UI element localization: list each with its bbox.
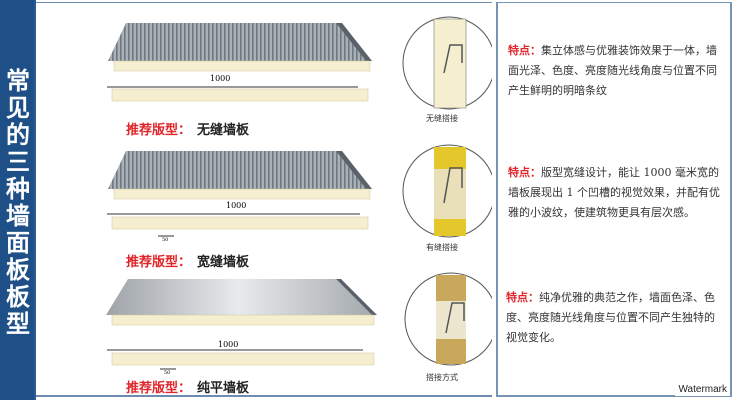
dimension-label: 1000 [218, 340, 239, 349]
dimension-label: 1000 [226, 201, 247, 210]
joint-caption: 无缝搭接 [426, 114, 458, 123]
feature-label: 特点： [508, 44, 541, 57]
recommended-type: 推荐版型： 纯平墙板 [126, 377, 249, 396]
feature-text: 纯净优雅的典范之作，墙面色泽、色度、亮度随光线角度与位置不同产生独特的视觉变化。 [506, 291, 715, 344]
feature-label: 特点： [506, 291, 539, 304]
panel-wide-seam [107, 151, 372, 237]
rec-label: 推荐版型： [126, 255, 192, 270]
recommended-type: 推荐版型： 无缝墙板 [126, 119, 249, 138]
rec-value: 宽缝墙板 [197, 255, 250, 270]
rec-value: 无缝墙板 [197, 123, 250, 138]
joint-caption: 搭接方式 [426, 373, 458, 382]
banner-title: 常见的三种墙面板板型 [6, 67, 30, 338]
small-dimension-label: 50 [162, 237, 169, 243]
side-banner: 常见的三种墙面板板型 [0, 0, 36, 400]
joint-detail-seamless [402, 16, 492, 110]
rec-label: 推荐版型： [126, 381, 192, 396]
panel-illustrations: 1000 推荐版型： 无缝墙板 无缝搭接 1000 50 推荐版型： 宽缝墙板 有缝… [36, 2, 492, 397]
feature-wide-seam: 特点：版型宽缝设计，能让 1000 毫米宽的墙板展现出 1 个凹槽的视觉效果，并… [508, 163, 726, 223]
panel-drawings [106, 16, 492, 370]
feature-text: 集立体感与优雅装饰效果于一体，墙面光泽、色度、亮度随光线角度与位置不同产生鲜明的… [508, 44, 717, 97]
feature-label: 特点： [508, 166, 541, 179]
dimension-label: 1000 [210, 74, 231, 83]
watermark: Watermark [675, 383, 730, 396]
small-dimension-label: 50 [164, 370, 171, 376]
recommended-type: 推荐版型： 宽缝墙板 [126, 251, 249, 270]
feature-seamless: 特点：集立体感与优雅装饰效果于一体，墙面光泽、色度、亮度随光线角度与位置不同产生… [508, 41, 726, 101]
joint-caption: 有缝搭接 [426, 243, 458, 252]
joint-detail-wide-seam [402, 144, 492, 238]
rec-value: 纯平墙板 [197, 381, 250, 396]
features-panel: 特点：集立体感与优雅装饰效果于一体，墙面光泽、色度、亮度随光线角度与位置不同产生… [496, 2, 732, 397]
panel-flat [106, 279, 377, 370]
rec-label: 推荐版型： [126, 123, 192, 138]
feature-flat: 特点：纯净优雅的典范之作，墙面色泽、色度、亮度随光线角度与位置不同产生独特的视觉… [506, 288, 724, 348]
feature-text: 版型宽缝设计，能让 1000 毫米宽的墙板展现出 1 个凹槽的视觉效果，并配有优… [508, 166, 720, 219]
joint-detail-flat [404, 272, 492, 366]
panel-seamless [107, 23, 372, 102]
